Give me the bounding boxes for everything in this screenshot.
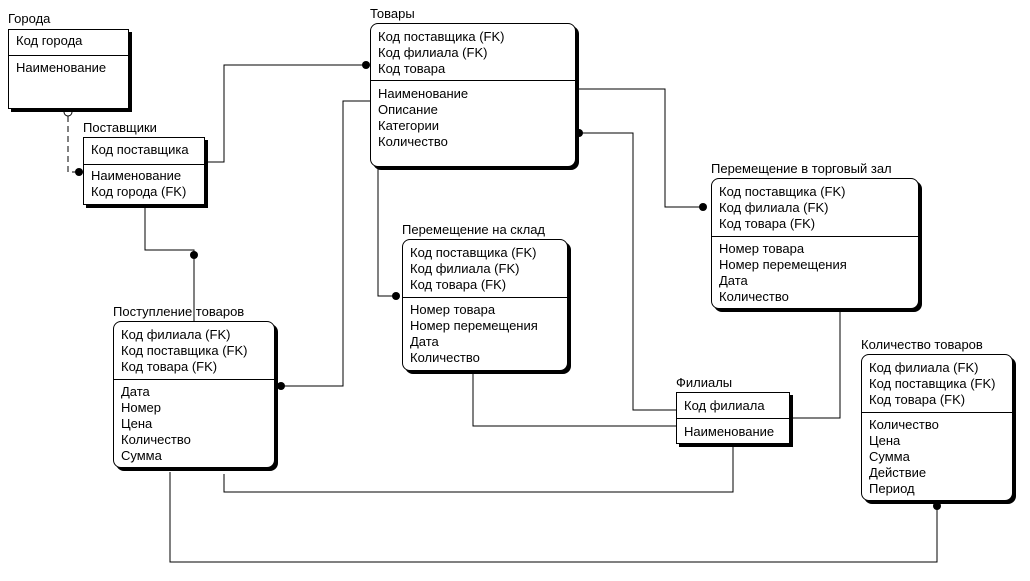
rel-end-dot <box>933 502 941 510</box>
rel-end-dot <box>392 292 400 300</box>
attr: Наименование <box>91 168 182 183</box>
rel-end-dot <box>575 129 583 137</box>
attr: Период <box>869 481 915 496</box>
rel-end-dot <box>63 107 73 117</box>
key-attr: Код филиала (FK) <box>410 261 520 276</box>
key-attr: Код поставщика (FK) <box>378 29 505 44</box>
attr: Категории <box>378 118 439 133</box>
entity-title-postuplenie: Поступление товаров <box>113 304 245 319</box>
attr-section: Номер товара Номер перемещения Дата Коли… <box>403 298 567 366</box>
key-attr: Код поставщика <box>91 142 189 157</box>
key-section: Код филиала (FK) Код поставщика (FK) Код… <box>862 355 1012 413</box>
rel-end-dot <box>190 251 198 259</box>
key-attr: Код филиала (FK) <box>121 327 231 342</box>
entity-postuplenie[interactable]: Код филиала (FK) Код поставщика (FK) Код… <box>113 321 275 468</box>
attr: Наименование <box>378 86 469 101</box>
key-section: Код поставщика (FK) Код филиала (FK) Код… <box>403 240 567 298</box>
attr-section: Наименование <box>677 419 789 440</box>
key-attr: Код филиала (FK) <box>719 200 829 215</box>
entity-tovary[interactable]: Код поставщика (FK) Код филиала (FK) Код… <box>370 23 576 167</box>
attr: Код города (FK) <box>91 184 187 199</box>
key-attr: Код товара <box>378 61 446 76</box>
rel-end-dot <box>75 168 83 176</box>
attr-section: Номер товара Номер перемещения Дата Коли… <box>712 237 918 305</box>
key-attr: Код поставщика (FK) <box>719 184 846 199</box>
attr: Наименование <box>16 60 107 75</box>
key-attr: Код филиала (FK) <box>378 45 488 60</box>
entity-title-zal: Перемещение в торговый зал <box>711 161 892 176</box>
attr-section: Дата Номер Цена Количество Сумма <box>114 380 274 464</box>
key-attr: Код товара (FK) <box>869 392 966 407</box>
entity-goroda[interactable]: Код города Наименование <box>8 29 129 109</box>
attr: Цена <box>121 416 153 431</box>
attr: Сумма <box>869 449 910 464</box>
entity-title-postavshchiki: Поставщики <box>83 120 157 135</box>
key-attr: Код поставщика (FK) <box>121 343 248 358</box>
rel-tovary-sklad <box>377 167 395 297</box>
entity-filialy[interactable]: Код филиала Наименование <box>676 392 790 444</box>
rel-tovary-filialy <box>577 132 676 411</box>
attr: Номер <box>121 400 162 415</box>
attr: Количество <box>410 350 480 365</box>
attr: Номер товара <box>719 241 805 256</box>
key-attr: Код города <box>16 33 83 48</box>
key-attr: Код филиала <box>684 398 765 413</box>
attr-section: Наименование Код города (FK) <box>84 165 204 200</box>
key-section: Код города <box>9 30 128 56</box>
key-section: Код филиала <box>677 393 789 419</box>
entity-title-goroda: Города <box>8 11 51 26</box>
rel-tovary-zal <box>577 88 703 208</box>
entity-postavshchiki[interactable]: Код поставщика Наименование Код города (… <box>83 137 205 205</box>
attr-section: Наименование Описание Категории Количест… <box>371 81 575 150</box>
attr-section: Количество Цена Сумма Действие Период <box>862 413 1012 497</box>
rel-postavshchiki-postuplenie <box>144 207 195 322</box>
attr: Количество <box>121 432 191 447</box>
rel-postuplenie-kolichestvo <box>169 472 938 563</box>
key-attr: Код поставщика (FK) <box>869 376 996 391</box>
key-section: Код поставщика (FK) Код филиала (FK) Код… <box>712 179 918 237</box>
attr: Наименование <box>684 424 775 439</box>
key-attr: Код товара (FK) <box>121 359 218 374</box>
key-attr: Код филиала (FK) <box>869 360 979 375</box>
attr: Номер перемещения <box>410 318 538 333</box>
key-attr: Код товара (FK) <box>719 216 816 231</box>
attr: Количество <box>719 289 789 304</box>
key-attr: Код товара (FK) <box>410 277 507 292</box>
key-section: Код поставщика (FK) Код филиала (FK) Код… <box>371 24 575 81</box>
attr: Цена <box>869 433 901 448</box>
entity-zal[interactable]: Код поставщика (FK) Код филиала (FK) Код… <box>711 178 919 309</box>
entity-title-kolichestvo: Количество товаров <box>861 337 983 352</box>
rel-postuplenie-tovary <box>278 100 372 387</box>
key-section: Код поставщика <box>84 138 204 165</box>
attr: Количество <box>378 134 448 149</box>
attr: Дата <box>719 273 748 288</box>
attr: Номер перемещения <box>719 257 847 272</box>
attr-section: Наименование <box>9 56 128 76</box>
attr: Дата <box>121 384 150 399</box>
entity-sklad[interactable]: Код поставщика (FK) Код филиала (FK) Код… <box>402 239 568 371</box>
attr: Описание <box>378 102 438 117</box>
rel-postavshchiki-tovary <box>205 64 366 163</box>
rel-end-dot <box>699 203 707 211</box>
entity-kolichestvo[interactable]: Код филиала (FK) Код поставщика (FK) Код… <box>861 354 1013 501</box>
attr: Сумма <box>121 448 162 463</box>
entity-title-filialy: Филиалы <box>676 375 733 390</box>
attr: Дата <box>410 334 439 349</box>
rel-filialy-sklad <box>472 372 676 427</box>
rel-end-dot <box>277 382 285 390</box>
rel-end-dot <box>362 61 370 69</box>
key-attr: Код поставщика (FK) <box>410 245 537 260</box>
attr: Количество <box>869 417 939 432</box>
rel-filialy-postuplenie <box>223 446 734 493</box>
rel-goroda-postavshchiki <box>67 116 83 173</box>
attr: Действие <box>869 465 927 480</box>
attr: Номер товара <box>410 302 496 317</box>
key-section: Код филиала (FK) Код поставщика (FK) Код… <box>114 322 274 380</box>
rel-filialy-zal <box>791 312 841 419</box>
entity-title-tovary: Товары <box>370 6 415 21</box>
entity-title-sklad: Перемещение на склад <box>402 222 546 237</box>
